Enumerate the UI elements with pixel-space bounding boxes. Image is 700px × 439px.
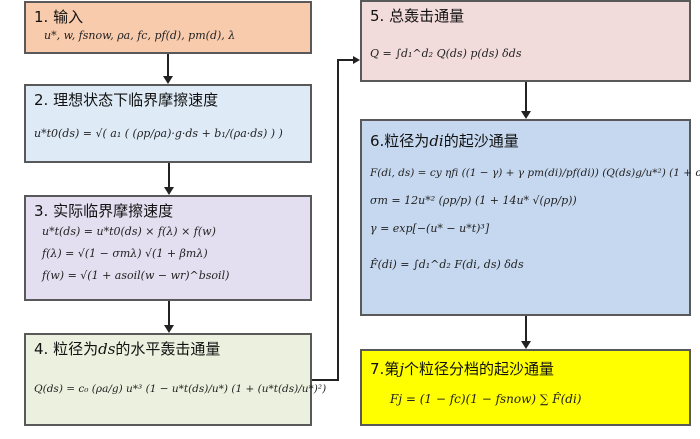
actual-threshold-formula: u*t(ds) = u*t0(ds) × f(λ) × f(w)	[42, 225, 216, 238]
step-3-actual-threshold-box: 3. 实际临界摩擦速度 u*t(ds) = u*t0(ds) × f(λ) × …	[24, 195, 312, 301]
step-5-total-flux-box: 5. 总轰击通量 Q = ∫d₁^d₂ Q(ds) p(ds) δds	[360, 0, 691, 82]
step-7-bin-flux-box: 7.第j个粒径分档的起沙通量 Fj = (1 − fc)(1 − fsnow) …	[360, 349, 691, 426]
step-4-horizontal-flux-box: 4. 粒径为ds的水平轰击通量 Q(ds) = c₀ (ρa/g) u*³ (1…	[24, 333, 327, 426]
step-4-title: 4. 粒径为ds的水平轰击通量	[34, 339, 302, 359]
arrow-6-7-line	[525, 316, 527, 342]
arrow-4-5-head	[353, 56, 360, 64]
sigma-m-formula: σm = 12u*² (ρp/p) (1 + 14u* √(ρp/p))	[370, 194, 577, 207]
arrow-3-4-head	[164, 325, 174, 333]
gamma-formula: γ = exp[−(u* − u*t)³]	[370, 222, 490, 235]
title-prefix: 4. 粒径为	[34, 340, 99, 358]
step-7-title: 7.第j个粒径分档的起沙通量	[370, 359, 681, 379]
title-suffix: 个粒径分档的起沙通量	[403, 360, 554, 378]
input-variables: u*, w, fsnow, ρa, fc, pf(d), pm(d), λ	[44, 29, 236, 42]
step-1-input-box: 1. 输入 u*, w, fsnow, ρa, fc, pf(d), pm(d)…	[24, 1, 312, 54]
title-variable: di	[429, 132, 444, 150]
arrow-5-6-head	[521, 111, 531, 119]
title-prefix: 7.第	[370, 360, 400, 378]
integrated-dust-flux-formula: F̂(di) = ∫d₁^d₂ F(di, ds) δds	[370, 258, 524, 271]
arrow-3-4-line	[168, 301, 170, 326]
title-variable: j	[399, 360, 404, 378]
arrow-4-5-line-top	[337, 59, 353, 61]
arrow-4-5-line-h	[312, 379, 338, 381]
horizontal-flux-formula: Q(ds) = c₀ (ρa/g) u*³ (1 − u*t(ds)/u*) (…	[34, 383, 327, 395]
arrow-1-2-head	[163, 76, 173, 84]
title-variable: ds	[98, 340, 116, 358]
dust-flux-formula: F(di, ds) = cy ηfi ((1 − γ) + γ pm(di)/p…	[370, 167, 700, 179]
step-6-dust-flux-box: 6.粒径为di的起沙通量 F(di, ds) = cy ηfi ((1 − γ)…	[360, 119, 700, 316]
step-2-title: 2. 理想状态下临界摩擦速度	[34, 91, 219, 109]
arrow-1-2-line	[167, 54, 169, 77]
title-prefix: 6.粒径为	[370, 132, 430, 150]
arrow-4-5-line-v	[337, 59, 339, 381]
bin-flux-formula: Fj = (1 − fc)(1 − fsnow) ∑ F̂(di)	[390, 392, 582, 406]
step-2-ideal-threshold-box: 2. 理想状态下临界摩擦速度 u*t0(ds) = √( a₁ ( (ρp/ρa…	[24, 84, 312, 163]
title-suffix: 的起沙通量	[443, 132, 519, 150]
f-lambda-formula: f(λ) = √(1 − σmλ) √(1 + βmλ)	[42, 247, 208, 260]
f-w-formula: f(w) = √(1 + asoil(w − wr)^bsoil)	[42, 269, 230, 282]
step-3-title: 3. 实际临界摩擦速度	[34, 202, 174, 220]
ideal-threshold-formula: u*t0(ds) = √( a₁ ( (ρp/ρa)·g·ds + b₁/(ρa…	[34, 127, 283, 140]
arrow-2-3-line	[168, 163, 170, 188]
arrow-6-7-head	[521, 341, 531, 349]
title-suffix: 的水平轰击通量	[115, 340, 221, 358]
arrow-5-6-line	[525, 82, 527, 112]
step-1-title: 1. 输入	[34, 8, 84, 26]
step-5-title: 5. 总轰击通量	[370, 7, 465, 25]
step-6-title: 6.粒径为di的起沙通量	[370, 131, 681, 151]
arrow-2-3-head	[164, 187, 174, 195]
total-flux-formula: Q = ∫d₁^d₂ Q(ds) p(ds) δds	[370, 47, 522, 60]
